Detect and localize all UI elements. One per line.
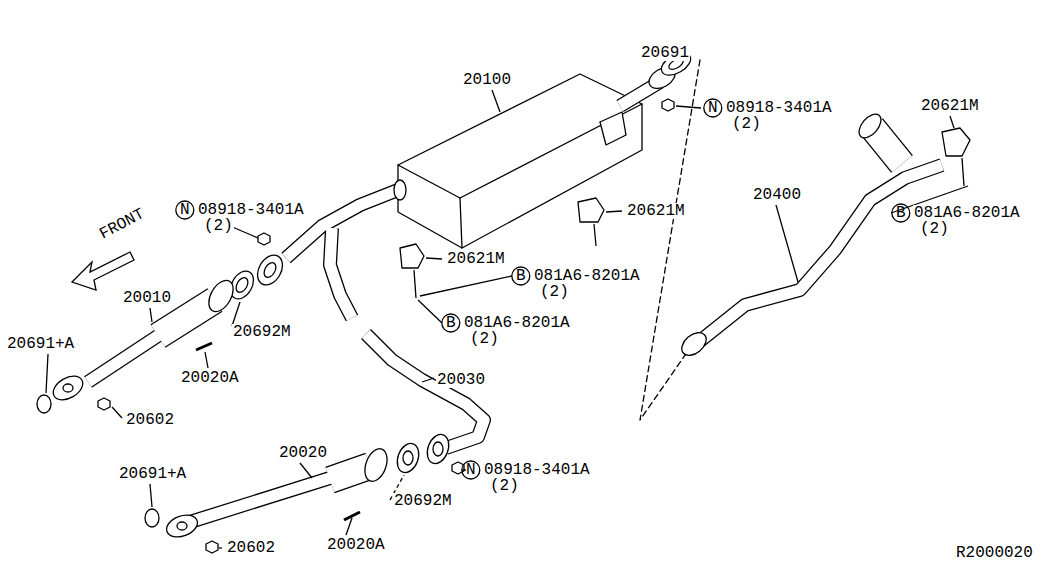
callout-number: 20602: [125, 412, 175, 428]
callout-number: 08918-3401A: [725, 100, 833, 116]
callout-number: 081A6-8201A: [463, 315, 571, 331]
circled-letter: B: [516, 268, 526, 284]
callout-number: FRONT: [96, 205, 148, 243]
callout-number: 20010: [122, 290, 172, 306]
callout-number: 20621M: [920, 98, 980, 114]
callout-number: 20691+A: [6, 336, 75, 352]
callout-number: 20020A: [180, 370, 240, 386]
callout-number: 20692M: [393, 493, 453, 509]
callout-number: (2): [731, 116, 762, 132]
callout-number: 20621M: [446, 251, 506, 267]
callout-number: (2): [489, 478, 520, 494]
callout-number: 20691: [640, 45, 690, 61]
callout-number: 081A6-8201A: [533, 268, 641, 284]
circled-letter: N: [180, 202, 190, 218]
callout-number: 20692M: [232, 324, 292, 340]
callout-number: 20030: [436, 372, 486, 388]
callout-number: (2): [203, 218, 234, 234]
callout-number: 20020A: [326, 537, 386, 553]
callout-number: 20020: [278, 445, 328, 461]
callout-number: (2): [919, 221, 950, 237]
callout-number: (2): [469, 331, 500, 347]
circled-letter: N: [466, 462, 476, 478]
callout-number: 20100: [462, 72, 512, 88]
callout-number: R2000020: [955, 545, 1034, 561]
callout-number: 08918-3401A: [483, 462, 591, 478]
callout-number: 20400: [752, 187, 802, 203]
circled-letter: B: [446, 315, 456, 331]
callout-number: 20691+A: [118, 466, 187, 482]
circled-letter: B: [896, 205, 906, 221]
callout-number: 20621M: [626, 203, 686, 219]
callout-number: 08918-3401A: [197, 202, 305, 218]
callout-number: 20602: [226, 540, 276, 556]
callout-number: (2): [539, 284, 570, 300]
circled-letter: N: [708, 100, 718, 116]
callout-number: 081A6-8201A: [913, 205, 1021, 221]
